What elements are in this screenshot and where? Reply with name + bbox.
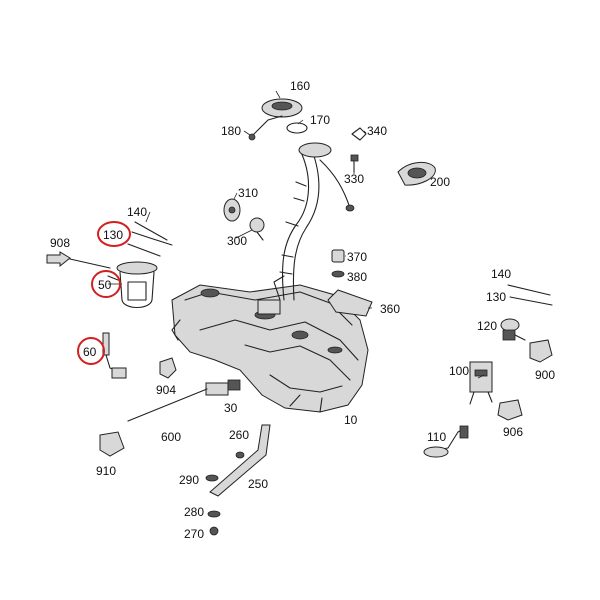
- callout-290: 290: [179, 473, 199, 487]
- callout-160: 160: [290, 79, 310, 93]
- callout-310: 310: [238, 186, 258, 200]
- bolt-300: [249, 217, 265, 241]
- highlight-ring-50: [91, 270, 121, 298]
- callout-10: 10: [344, 413, 358, 427]
- connector-908: [46, 251, 111, 269]
- connector-906: [497, 399, 523, 421]
- callout-370: 370: [347, 250, 367, 264]
- nut-270: [209, 526, 219, 536]
- screw-330: [350, 154, 359, 173]
- callout-180: 180: [221, 124, 241, 138]
- callout-906: 906: [503, 425, 523, 439]
- strap-left: [127, 221, 173, 257]
- callout-910: 910: [96, 464, 116, 478]
- valve-310: [223, 198, 241, 222]
- callout-380: 380: [347, 270, 367, 284]
- callout-360: 360: [380, 302, 400, 316]
- callout-340: 340: [367, 124, 387, 138]
- callout-280: 280: [184, 505, 204, 519]
- part-370: [331, 249, 345, 263]
- washer-280: [207, 510, 221, 518]
- filler-cap: [248, 98, 308, 141]
- callout-110: 110: [427, 430, 446, 444]
- callout-130-left: 130: [103, 228, 123, 242]
- callout-30: 30: [224, 401, 238, 415]
- fuel-tank: [171, 284, 369, 413]
- callout-900: 900: [535, 368, 555, 382]
- cable-600: [127, 388, 208, 422]
- callout-130-right: 130: [486, 290, 506, 304]
- callout-120: 120: [477, 319, 497, 333]
- callout-330: 330: [344, 172, 364, 186]
- highlight-ring-60: [77, 337, 105, 365]
- highlight-ring-130: [97, 221, 131, 247]
- callout-270: 270: [184, 527, 204, 541]
- callout-140-left: 140: [127, 205, 147, 219]
- filler-neck: [273, 142, 355, 301]
- washer-290: [205, 474, 219, 482]
- callout-100: 100: [449, 364, 469, 378]
- connector-910: [99, 431, 125, 457]
- sensor-30: [205, 379, 241, 396]
- washer-380: [331, 270, 345, 278]
- callout-908: 908: [50, 236, 70, 250]
- fuel-level-sensor: [102, 332, 127, 379]
- callout-200: 200: [430, 175, 450, 189]
- plate-360: [327, 289, 373, 317]
- bolt-260: [235, 451, 245, 459]
- callout-904: 904: [156, 383, 176, 397]
- callout-60: 60: [83, 345, 97, 359]
- clip-340: [351, 127, 367, 141]
- strap-right-130: [509, 296, 553, 306]
- fuel-pump-module: [107, 261, 158, 309]
- connector-900: [529, 339, 553, 363]
- highlight-rings: [77, 221, 131, 365]
- connector-904: [159, 357, 177, 379]
- sensor-110: [423, 425, 469, 458]
- pump-100: [469, 361, 493, 405]
- callout-50: 50: [98, 278, 112, 292]
- strap-right-140: [507, 284, 551, 296]
- callout-300: 300: [227, 234, 247, 248]
- callout-labels: 10 30 50 60 100 110 120 130 130 140 140 …: [50, 79, 555, 541]
- callout-140-right: 140: [491, 267, 511, 281]
- callout-170: 170: [310, 113, 330, 127]
- callout-600: 600: [161, 430, 181, 444]
- callout-260: 260: [229, 428, 249, 442]
- callout-250: 250: [248, 477, 268, 491]
- sender-120: [500, 318, 526, 341]
- leader-lines: [108, 90, 485, 379]
- filler-flap-housing: [397, 162, 436, 186]
- strap-250: [209, 424, 271, 497]
